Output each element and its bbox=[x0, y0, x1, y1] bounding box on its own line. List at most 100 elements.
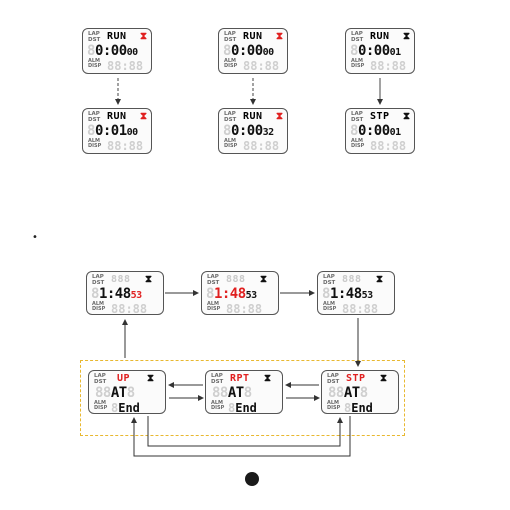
disp-label: DISP bbox=[224, 63, 238, 69]
dst-label: DST bbox=[224, 37, 237, 43]
page-marker-dot bbox=[245, 472, 259, 486]
disp-label: DISP bbox=[88, 143, 102, 149]
menu-group-box bbox=[80, 360, 405, 436]
lap-label: LAP bbox=[323, 274, 335, 280]
dst-label: DST bbox=[327, 379, 340, 385]
lap-label: LAP bbox=[92, 274, 104, 280]
lap-label: LAP bbox=[351, 111, 363, 117]
hourglass-icon: ⧗ bbox=[260, 274, 268, 285]
lap-label: LAP bbox=[351, 31, 363, 37]
ghost-digits: 88:88 bbox=[243, 59, 280, 73]
alm-label: ALM bbox=[224, 138, 237, 144]
disp-label: DISP bbox=[323, 306, 337, 312]
ghost-digits: 88:88 bbox=[107, 59, 144, 73]
mode-text: STP bbox=[346, 373, 366, 384]
lcd-panel-interval-1: LAP DST 888 ⧗ 81:4853 ALM DISP 88:88 bbox=[86, 271, 164, 315]
time-display: 81:4853 bbox=[206, 286, 257, 302]
alm-label: ALM bbox=[88, 138, 101, 144]
ghost-digits: 88:88 bbox=[342, 302, 379, 315]
dst-label: DST bbox=[351, 117, 364, 123]
dst-label: DST bbox=[92, 280, 105, 286]
ghost-digits: 88:88 bbox=[226, 302, 263, 315]
hourglass-icon: ⧗ bbox=[147, 373, 155, 384]
time-display: 80:0000 bbox=[223, 43, 274, 59]
line2-display: 88AT8 bbox=[328, 385, 368, 401]
line2-display: 88AT8 bbox=[212, 385, 252, 401]
hourglass-icon: ⧗ bbox=[380, 373, 388, 384]
dst-label: DST bbox=[351, 37, 364, 43]
mode-text: RUN bbox=[243, 31, 263, 42]
alm-label: ALM bbox=[92, 301, 105, 307]
lap-label: LAP bbox=[94, 373, 106, 379]
hourglass-icon: ⧗ bbox=[276, 111, 284, 122]
lap-label: LAP bbox=[327, 373, 339, 379]
time-display: 80:0001 bbox=[350, 43, 401, 59]
time-display: 80:0100 bbox=[87, 123, 138, 139]
disp-label: DISP bbox=[224, 143, 238, 149]
time-display: 80:0032 bbox=[223, 123, 274, 139]
hourglass-icon: ⧗ bbox=[403, 111, 411, 122]
alm-label: ALM bbox=[351, 138, 364, 144]
lcd-panel-result-3: LAP DST STP ⧗ 80:0001 ALM DISP 88:88 bbox=[345, 108, 415, 154]
alm-label: ALM bbox=[327, 400, 340, 406]
line3-display: 8End bbox=[228, 401, 257, 414]
line3-display: 8End bbox=[111, 401, 140, 414]
alm-label: ALM bbox=[207, 301, 220, 307]
mode-text: RPT bbox=[230, 373, 250, 384]
loop-inner bbox=[147, 416, 343, 447]
lcd-panel-top-3: LAP DST RUN ⧗ 80:0001 ALM DISP 88:88 bbox=[345, 28, 415, 74]
disp-label: DISP bbox=[207, 306, 221, 312]
time-display: 81:4853 bbox=[322, 286, 373, 302]
alm-label: ALM bbox=[211, 400, 224, 406]
time-display: 80:0001 bbox=[350, 123, 401, 139]
ghost-digits: 88:88 bbox=[370, 139, 407, 153]
lap-label: LAP bbox=[88, 31, 100, 37]
lcd-panel-menu-2: LAP DST RPT ⧗ 88AT8 ALM DISP 8End bbox=[205, 370, 283, 414]
lap-label: LAP bbox=[224, 111, 236, 117]
dst-label: DST bbox=[224, 117, 237, 123]
alm-label: ALM bbox=[94, 400, 107, 406]
dst-label: DST bbox=[211, 379, 224, 385]
ghost-mode: 888 bbox=[111, 274, 131, 285]
mode-text: UP bbox=[117, 373, 131, 384]
lcd-panel-menu-3: LAP DST STP ⧗ 88AT8 ALM DISP 8End bbox=[321, 370, 399, 414]
disp-label: DISP bbox=[351, 143, 365, 149]
lcd-panel-top-1: LAP DST RUN ⧗ 80:0000 ALM DISP 88:88 bbox=[82, 28, 152, 74]
hourglass-icon: ⧗ bbox=[140, 111, 148, 122]
lap-label: LAP bbox=[88, 111, 100, 117]
mode-text: RUN bbox=[107, 111, 127, 122]
lcd-panel-interval-2: LAP DST 888 ⧗ 81:4853 ALM DISP 88:88 bbox=[201, 271, 279, 315]
hourglass-icon: ⧗ bbox=[403, 31, 411, 42]
alm-label: ALM bbox=[351, 58, 364, 64]
dst-label: DST bbox=[88, 117, 101, 123]
lap-label: LAP bbox=[211, 373, 223, 379]
lap-label: LAP bbox=[207, 274, 219, 280]
ghost-mode: 888 bbox=[342, 274, 362, 285]
lcd-panel-result-2: LAP DST RUN ⧗ 80:0032 ALM DISP 88:88 bbox=[218, 108, 288, 154]
dst-label: DST bbox=[94, 379, 107, 385]
alm-label: ALM bbox=[323, 301, 336, 307]
mode-text: STP bbox=[370, 111, 390, 122]
hourglass-icon: ⧗ bbox=[145, 274, 153, 285]
lcd-panel-menu-1: LAP DST UP ⧗ 88AT8 ALM DISP 8End bbox=[88, 370, 166, 414]
ghost-digits: 88:88 bbox=[243, 139, 280, 153]
disp-label: DISP bbox=[92, 306, 106, 312]
lcd-panel-interval-3: LAP DST 888 ⧗ 81:4853 ALM DISP 88:88 bbox=[317, 271, 395, 315]
mode-text: RUN bbox=[107, 31, 127, 42]
disp-label: DISP bbox=[94, 405, 108, 411]
ghost-digits: 88:88 bbox=[370, 59, 407, 73]
mode-text: RUN bbox=[243, 111, 263, 122]
line2-display: 88AT8 bbox=[95, 385, 135, 401]
ghost-digits: 88:88 bbox=[111, 302, 148, 315]
lcd-panel-top-2: LAP DST RUN ⧗ 80:0000 ALM DISP 88:88 bbox=[218, 28, 288, 74]
dst-label: DST bbox=[207, 280, 220, 286]
alm-label: ALM bbox=[88, 58, 101, 64]
bullet-point: • bbox=[32, 232, 38, 243]
time-display: 81:4853 bbox=[91, 286, 142, 302]
disp-label: DISP bbox=[88, 63, 102, 69]
ghost-digits: 88:88 bbox=[107, 139, 144, 153]
hourglass-icon: ⧗ bbox=[140, 31, 148, 42]
ghost-mode: 888 bbox=[226, 274, 246, 285]
line3-display: 8End bbox=[344, 401, 373, 414]
